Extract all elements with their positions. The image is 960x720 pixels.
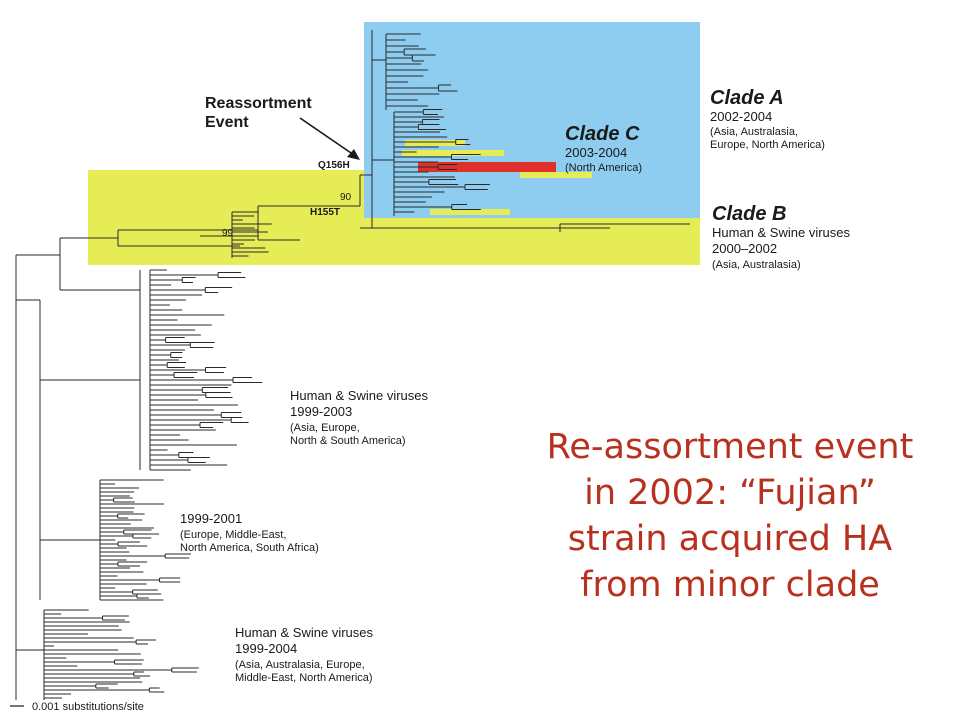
bootstrap-99: 99 <box>222 228 234 239</box>
group-3-region: Middle-East, North America) <box>235 672 373 684</box>
clade-a-name: Clade A <box>710 87 784 109</box>
clade-b-years: 2000–2002 <box>712 241 777 256</box>
group-1-region: North & South America) <box>290 435 406 447</box>
caption-line: in 2002: “Fujian” <box>584 473 876 513</box>
group-1-years: 1999-2003 <box>290 404 352 419</box>
clade-c-years: 2003-2004 <box>565 145 627 160</box>
annotation-arrow <box>299 117 355 156</box>
group-1-region: (Asia, Europe, <box>290 422 360 434</box>
arrowhead-icon <box>347 149 360 160</box>
group-2-region: North America, South Africa) <box>180 542 319 554</box>
group-1-hosts: Human & Swine viruses <box>290 388 428 403</box>
scale-bar-label: 0.001 substitutions/site <box>32 701 144 713</box>
highlight-bar-yellow <box>430 209 510 215</box>
group-2-region: (Europe, Middle-East, <box>180 529 286 541</box>
highlight-bar-yellow <box>520 172 592 178</box>
highlight-bar-red <box>418 162 556 172</box>
slide-caption: Re-assortment event in 2002: “Fujian” st… <box>500 424 960 608</box>
group-2-years: 1999-2001 <box>180 511 242 526</box>
clade-a-years: 2002-2004 <box>710 109 772 124</box>
annotation-event: Event <box>205 114 249 131</box>
phylogenetic-tree <box>15 30 690 700</box>
clade-b-name: Clade B <box>712 203 786 225</box>
group-3-hosts: Human & Swine viruses <box>235 625 373 640</box>
clade-c-name: Clade C <box>565 123 640 145</box>
group-3-years: 1999-2004 <box>235 641 297 656</box>
caption-line: strain acquired HA <box>567 519 893 559</box>
clade-a-region: Europe, North America) <box>710 139 825 151</box>
clade-c-region: (North America) <box>565 162 642 174</box>
caption-line: Re-assortment event <box>546 427 914 467</box>
mutation-h155t: H155T <box>310 207 340 218</box>
annotation-reassortment: Reassortment <box>205 95 312 112</box>
caption-line: from minor clade <box>580 565 880 605</box>
bootstrap-90: 90 <box>340 192 352 203</box>
highlight-bar-yellow <box>402 150 504 156</box>
highlight-bar-yellow <box>405 140 465 146</box>
group-3-region: (Asia, Australasia, Europe, <box>235 659 365 671</box>
clade-a-region: (Asia, Australasia, <box>710 126 798 138</box>
mutation-q156h: Q156H <box>318 160 350 171</box>
clade-a-background <box>364 22 700 218</box>
clade-b-hosts: Human & Swine viruses <box>712 225 850 240</box>
clade-b-region: (Asia, Australasia) <box>712 259 801 271</box>
